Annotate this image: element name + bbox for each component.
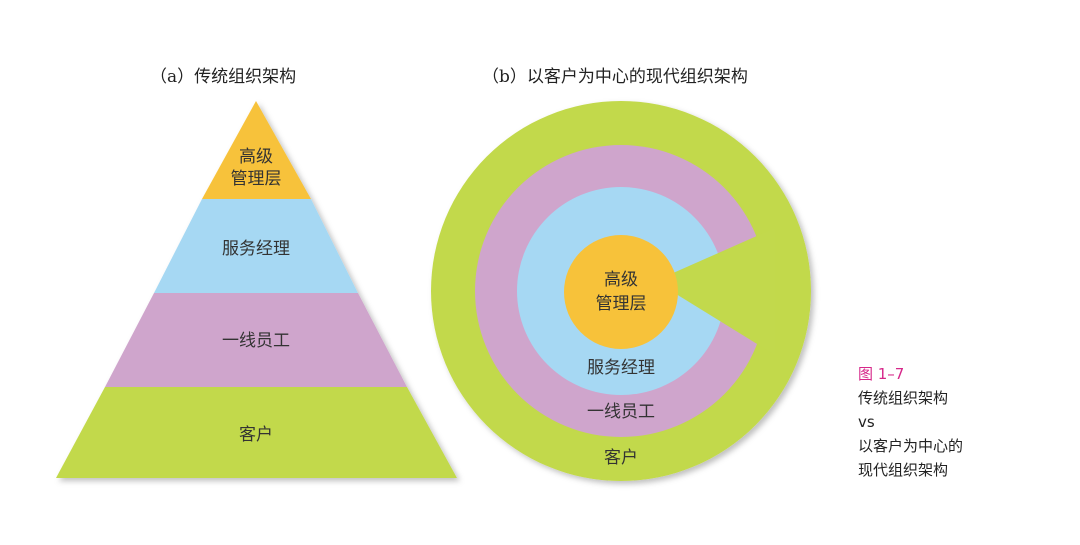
caption-line-1: 传统组织架构	[858, 389, 949, 407]
pyramid-level-top	[202, 101, 311, 199]
caption-line-3: 以客户为中心的	[858, 437, 964, 455]
traditional-pyramid	[56, 101, 457, 478]
center-label-line2: 管理层	[596, 294, 647, 314]
figure-number: 图 1–7	[858, 365, 905, 383]
center-label-line1: 高级	[604, 270, 638, 290]
pyramid-level-third	[105, 293, 407, 387]
pyramid-top-label-line1: 高级	[239, 147, 273, 167]
caption-line-4: 现代组织架构	[858, 461, 949, 479]
pyramid-level-second	[154, 199, 358, 293]
ring-service-label: 服务经理	[587, 358, 655, 378]
center-senior-management	[564, 235, 678, 349]
pyramid-level-bottom	[56, 387, 457, 478]
pyramid-second-label: 服务经理	[222, 239, 290, 259]
panel-a-title: （a）传统组织架构	[150, 67, 297, 87]
caption-line-2: vs	[858, 413, 875, 431]
pyramid-third-label: 一线员工	[222, 331, 290, 351]
customer-centric-circles	[431, 101, 811, 481]
ring-frontline-label: 一线员工	[587, 402, 655, 422]
ring-customer-label: 客户	[604, 448, 638, 468]
figure-caption: 图 1–7 传统组织架构 vs 以客户为中心的 现代组织架构	[858, 362, 963, 482]
customer-wedge	[655, 228, 775, 355]
pyramid-top-label-line2: 管理层	[231, 169, 282, 189]
panel-b-title: （b）以客户为中心的现代组织架构	[482, 67, 748, 87]
pyramid-bottom-label: 客户	[239, 425, 273, 445]
